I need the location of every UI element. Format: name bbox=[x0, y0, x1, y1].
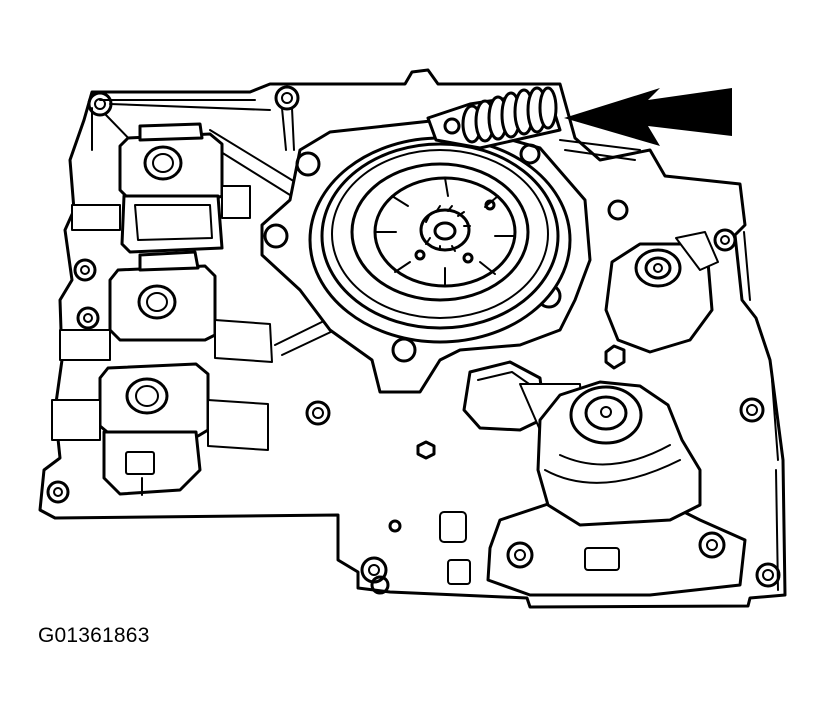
bolt-hole bbox=[76, 306, 100, 330]
bolt-hole bbox=[755, 562, 781, 588]
gear-teeth bbox=[425, 205, 471, 252]
sensor-slot bbox=[584, 547, 620, 571]
hex-plug bbox=[416, 440, 436, 460]
sensor-bolt-hole bbox=[506, 541, 534, 569]
bolt-hole bbox=[370, 575, 390, 595]
spring-coils bbox=[461, 86, 558, 144]
pump-ring-4 bbox=[350, 162, 530, 302]
flange-bolt-hole bbox=[519, 143, 541, 165]
flange-bolt-hole bbox=[263, 223, 289, 249]
bolt-hole bbox=[73, 258, 97, 282]
bolt-holes bbox=[46, 85, 781, 595]
arrow-left-icon bbox=[564, 88, 732, 146]
bolt-hole bbox=[274, 85, 300, 111]
pin bbox=[462, 252, 474, 264]
bolt-hole bbox=[388, 519, 402, 533]
small-actuator bbox=[604, 231, 719, 354]
bolt-hole bbox=[607, 199, 629, 221]
pump-ring-3 bbox=[331, 149, 549, 319]
slot-feature bbox=[439, 511, 467, 543]
bolt-hole bbox=[46, 480, 70, 504]
pump-housing bbox=[260, 118, 592, 394]
bolt-hole bbox=[739, 397, 765, 423]
solenoid-upper bbox=[71, 122, 251, 254]
gear-bore bbox=[433, 221, 457, 241]
solenoid-middle bbox=[59, 250, 273, 363]
passage-lines bbox=[104, 103, 641, 356]
sensor-bolt-hole bbox=[698, 531, 726, 559]
figure-id-label: G01361863 bbox=[38, 624, 150, 647]
spring bbox=[426, 86, 562, 150]
bolt-hole bbox=[713, 228, 737, 252]
slot-feature bbox=[447, 559, 471, 585]
flange-bolt-hole bbox=[295, 151, 321, 177]
pin bbox=[484, 199, 496, 211]
hex-bolt bbox=[604, 344, 626, 370]
bolt-hole bbox=[305, 400, 331, 426]
pump-ring-2 bbox=[320, 142, 560, 330]
pin bbox=[414, 249, 426, 261]
plate-inner-edge bbox=[91, 99, 779, 591]
position-sensor bbox=[486, 380, 747, 597]
solenoid-lower bbox=[51, 362, 269, 496]
pump-gear bbox=[419, 208, 471, 252]
